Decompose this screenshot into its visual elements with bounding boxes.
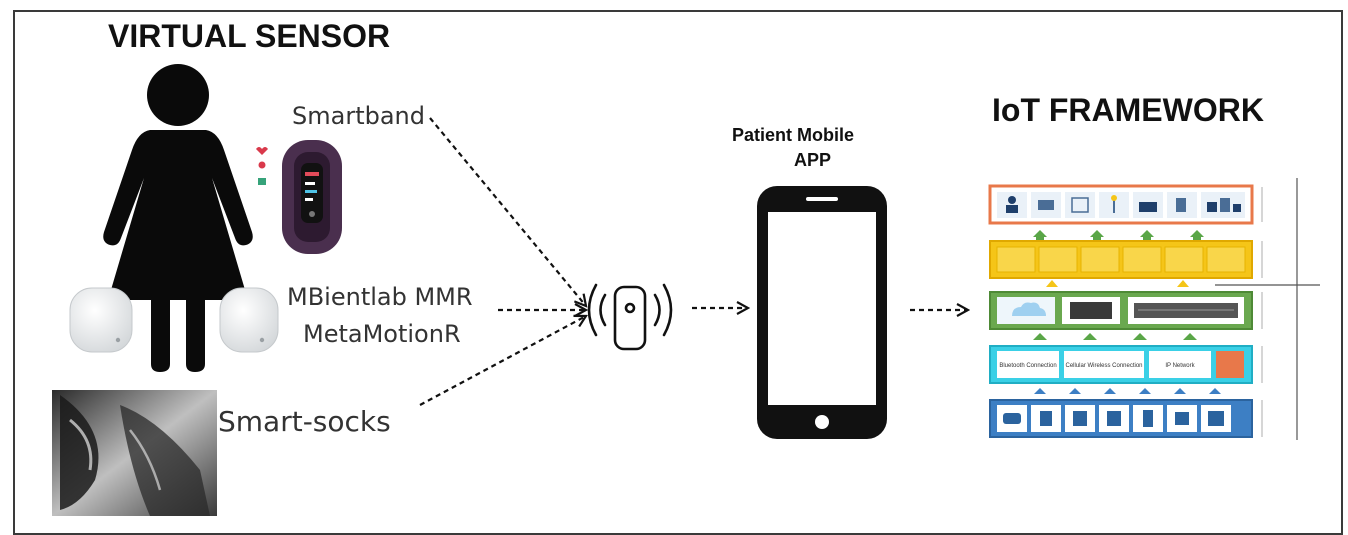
network-ip-label: IP Network	[1165, 363, 1195, 369]
usage-layer	[988, 184, 1254, 225]
smartband-label: Smartband	[292, 102, 425, 130]
smartband-arrow	[429, 117, 586, 306]
wireless-gateway-icon	[587, 283, 673, 351]
patient-app-title-line1: Patient Mobile	[732, 125, 855, 145]
smart-socks-label: Smart-socks	[218, 405, 391, 438]
smartband-icon	[282, 140, 342, 254]
layer-up-arrows	[1033, 230, 1221, 394]
network-bluetooth-label: Bluetooth Connection	[999, 363, 1056, 369]
mbientlab-label-line1: MBientlab MMR	[287, 283, 473, 311]
device-layer	[989, 399, 1253, 438]
network-layer: Bluetooth Connection Cellular Wireless C…	[989, 345, 1253, 384]
metamotion-sensor-left-icon	[69, 287, 133, 353]
sensor-arrows	[419, 117, 586, 406]
data-layer	[989, 240, 1253, 279]
iot-framework-title: IoT FRAMEWORK	[992, 92, 1264, 128]
health-status-icons	[256, 147, 268, 185]
smart-socks-photo	[52, 390, 217, 516]
virtual-sensor-title: VIRTUAL SENSOR	[108, 18, 391, 54]
network-cellular-label: Cellular Wireless Connection	[1065, 363, 1142, 369]
layer-side-brackets	[1215, 178, 1320, 440]
storage-layer	[989, 291, 1253, 330]
iot-framework-stack: Bluetooth Connection Cellular Wireless C…	[988, 178, 1320, 440]
person-icon	[103, 64, 253, 372]
patient-app-title-line2: APP	[794, 150, 832, 170]
mbientlab-label-line2: MetaMotionR	[303, 320, 461, 348]
smartphone-icon	[757, 186, 887, 439]
metamotion-sensor-right-icon	[219, 287, 279, 353]
smart-socks-arrow	[419, 316, 586, 406]
